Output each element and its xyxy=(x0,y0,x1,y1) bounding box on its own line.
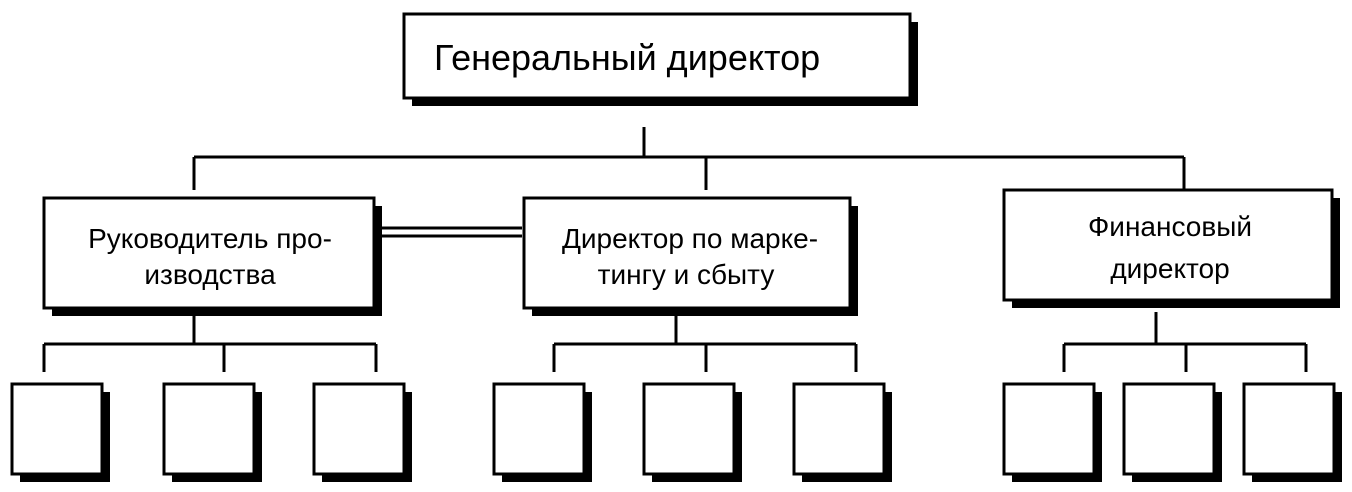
connectors-root xyxy=(192,127,1186,190)
subordinate-box xyxy=(492,382,586,476)
subordinate-box xyxy=(1242,382,1336,476)
subordinate-box xyxy=(162,382,256,476)
subordinate-box xyxy=(10,382,104,476)
node-finance-director: Финансовый директор xyxy=(1002,188,1340,308)
node-label-general-director: Генеральный директор xyxy=(434,37,820,78)
subordinates-marketing xyxy=(492,382,892,482)
node-label-line-1: Директор по марке- xyxy=(562,223,818,254)
subordinates-finance xyxy=(1002,382,1342,482)
node-marketing-director: Директор по марке- тингу и сбыту xyxy=(522,196,858,316)
subordinate-box xyxy=(792,382,886,476)
subordinate-box xyxy=(642,382,736,476)
node-label-line-1: Финансовый xyxy=(1088,211,1252,242)
connectors-marketing-subordinates xyxy=(552,316,858,372)
node-label-line-2: изводства xyxy=(144,259,276,290)
node-box xyxy=(522,196,852,310)
subordinate-box xyxy=(1122,382,1216,476)
node-label-line-2: тингу и сбыту xyxy=(598,259,775,290)
connectors-finance-subordinates xyxy=(1062,312,1308,372)
subordinate-box xyxy=(1002,382,1096,476)
node-general-director: Генеральный директор xyxy=(402,12,918,106)
node-production-head: Руководитель про- изводства xyxy=(42,196,382,316)
node-label-line-2: директор xyxy=(1110,253,1229,284)
node-box xyxy=(42,196,376,310)
connectors-production-subordinates xyxy=(42,316,378,372)
subordinate-box xyxy=(312,382,406,476)
node-label-line-1: Руководитель про- xyxy=(88,223,332,254)
subordinates-production xyxy=(10,382,412,482)
node-box xyxy=(402,12,912,100)
connector-production-marketing-link xyxy=(380,226,522,238)
node-box xyxy=(1002,188,1334,302)
